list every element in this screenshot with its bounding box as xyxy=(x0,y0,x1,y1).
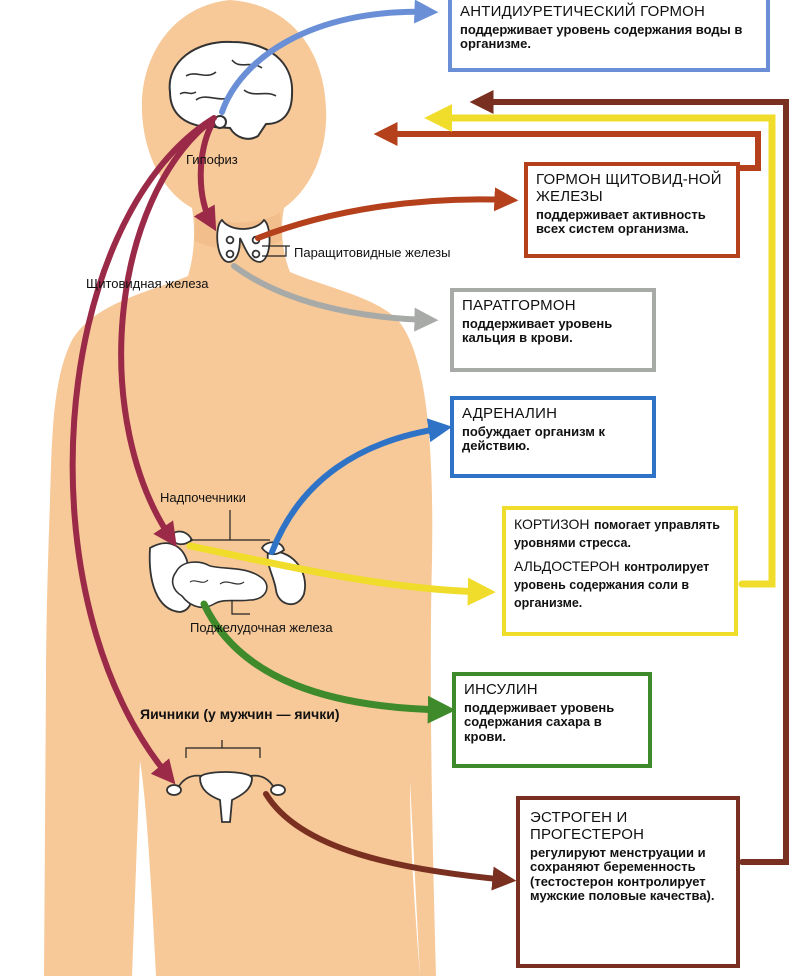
parathormone-title: ПАРАТГОРМОН xyxy=(462,298,644,315)
thyroid-hormone-box: ГОРМОН ЩИТОВИД-НОЙ ЖЕЛЕЗЫ поддерживает а… xyxy=(524,162,740,258)
body-silhouette xyxy=(44,0,436,976)
body-shape xyxy=(44,0,436,976)
adrenaline-box: АДРЕНАЛИН побуждает организм к действию. xyxy=(450,396,656,478)
estrogen-desc: регулируют менструации и сохраняют берем… xyxy=(530,846,726,904)
pituitary-label: Гипофиз xyxy=(186,152,238,167)
thyroid-hormone-title: ГОРМОН ЩИТОВИД-НОЙ ЖЕЛЕЗЫ xyxy=(536,172,728,206)
adh-desc: поддерживает уровень содержания воды в о… xyxy=(460,23,758,52)
adrenaline-title: АДРЕНАЛИН xyxy=(462,406,644,423)
adrenal-label: Надпочечники xyxy=(160,490,246,505)
parathyroid-label: Паращитовидные железы xyxy=(294,245,450,260)
estrogen-title: ЭСТРОГЕН И ПРОГЕСТЕРОН xyxy=(530,810,726,844)
thyroid-hormone-desc: поддерживает активность всех систем орга… xyxy=(536,208,728,237)
adh-title: АНТИДИУРЕТИЧЕСКИЙ ГОРМОН xyxy=(460,4,758,21)
ovaries-label: Яичники (у мужчин — яички) xyxy=(140,706,340,722)
thyroid-label: Щитовидная железа xyxy=(86,276,209,291)
cortisone-title: КОРТИЗОН xyxy=(514,516,590,532)
insulin-title: ИНСУЛИН xyxy=(464,682,640,699)
adh-box: АНТИДИУРЕТИЧЕСКИЙ ГОРМОН поддерживает ур… xyxy=(448,0,770,72)
adrenaline-desc: побуждает организм к действию. xyxy=(462,425,644,454)
estrogen-box: ЭСТРОГЕН И ПРОГЕСТЕРОН регулируют менстр… xyxy=(516,796,740,968)
pancreas-label: Поджелудочная железа xyxy=(190,620,333,635)
parathormone-desc: поддерживает уровень кальция в крови. xyxy=(462,317,644,346)
thyroid-hormone-arrow xyxy=(258,199,510,238)
parathormone-box: ПАРАТГОРМОН поддерживает уровень кальция… xyxy=(450,288,656,372)
cortisone-box: КОРТИЗОН помогает управлять уровнями стр… xyxy=(502,506,738,636)
insulin-desc: поддерживает уровень содержания сахара в… xyxy=(464,701,640,745)
aldosterone-title: АЛЬДОСТЕРОН xyxy=(514,558,620,574)
insulin-box: ИНСУЛИН поддерживает уровень содержания … xyxy=(452,672,652,768)
